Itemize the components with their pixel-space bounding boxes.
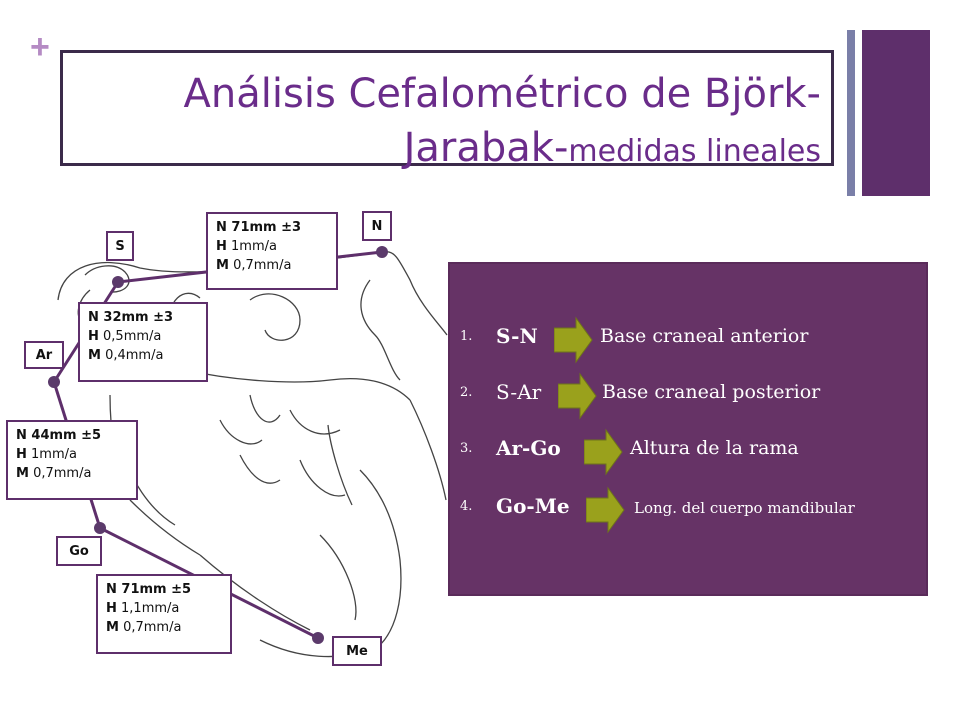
point-n xyxy=(376,246,388,258)
list-item-2: 2. S-Ar Base craneal posterior xyxy=(460,372,920,420)
title-subtitle: medidas lineales xyxy=(568,134,821,169)
measure-box-argo: N 44mm ±5 H 1mm/a M 0,7mm/a xyxy=(6,420,138,500)
argo-norm: N 44mm ±5 xyxy=(16,428,102,443)
sn-m-label: M xyxy=(216,258,229,273)
sn-h-value: 1mm/a xyxy=(231,239,277,254)
sn-m-value: 0,7mm/a xyxy=(233,258,292,273)
list-number: 4. xyxy=(460,499,473,514)
list-abbr: S-N xyxy=(496,324,538,348)
landmark-points xyxy=(48,246,388,644)
argo-h-label: H xyxy=(16,447,27,462)
point-go xyxy=(94,522,106,534)
gome-h-value: 1,1mm/a xyxy=(121,601,180,616)
argo-m-label: M xyxy=(16,466,29,481)
gome-m-value: 0,7mm/a xyxy=(123,620,182,635)
sar-h-label: H xyxy=(88,329,99,344)
label-me: Me xyxy=(332,636,382,666)
measure-box-sar: N 32mm ±3 H 0,5mm/a M 0,4mm/a xyxy=(78,302,208,382)
sar-m-label: M xyxy=(88,348,101,363)
sn-h-label: H xyxy=(216,239,227,254)
list-abbr: Go-Me xyxy=(496,494,570,518)
point-s xyxy=(112,276,124,288)
list-item-4: 4. Go-Me Long. del cuerpo mandibular xyxy=(460,486,920,534)
label-ar: Ar xyxy=(24,341,64,369)
measures-list-panel: 1. S-N Base craneal anterior 2. S-Ar Bas… xyxy=(448,262,928,596)
label-s: S xyxy=(106,231,134,261)
argo-m-value: 0,7mm/a xyxy=(33,466,92,481)
arrow-right-icon xyxy=(584,428,623,476)
measure-box-sn: N 71mm ±3 H 1mm/a M 0,7mm/a xyxy=(206,212,338,290)
point-me xyxy=(312,632,324,644)
arrow-right-icon xyxy=(586,486,625,534)
arrow-right-icon xyxy=(558,372,597,420)
gome-h-label: H xyxy=(106,601,117,616)
list-abbr: S-Ar xyxy=(496,380,542,404)
label-n: N xyxy=(362,211,392,241)
accent-bar-thick xyxy=(862,30,930,196)
list-item-1: 1. S-N Base craneal anterior xyxy=(460,316,920,364)
arrow-right-icon xyxy=(554,316,593,364)
accent-bar-thin xyxy=(847,30,855,196)
list-number: 1. xyxy=(460,329,473,344)
list-item-3: 3. Ar-Go Altura de la rama xyxy=(460,428,920,476)
sn-norm: N 71mm ±3 xyxy=(216,220,302,235)
sar-m-value: 0,4mm/a xyxy=(105,348,164,363)
list-desc: Long. del cuerpo mandibular xyxy=(634,499,855,517)
plus-mark: + xyxy=(30,28,50,66)
slide-title: Análisis Cefalométrico de Björk-Jarabak-… xyxy=(81,67,821,179)
list-number: 3. xyxy=(460,441,473,456)
list-abbr: Ar-Go xyxy=(496,436,561,460)
gome-m-label: M xyxy=(106,620,119,635)
title-main: Análisis Cefalométrico de Björk-Jarabak- xyxy=(183,71,821,171)
label-go: Go xyxy=(56,536,102,566)
measure-box-gome: N 71mm ±5 H 1,1mm/a M 0,7mm/a xyxy=(96,574,232,654)
point-ar xyxy=(48,376,60,388)
sar-norm: N 32mm ±3 xyxy=(88,310,174,325)
list-desc: Base craneal posterior xyxy=(602,381,821,403)
list-desc: Base craneal anterior xyxy=(600,325,809,347)
gome-norm: N 71mm ±5 xyxy=(106,582,192,597)
list-number: 2. xyxy=(460,385,473,400)
sar-h-value: 0,5mm/a xyxy=(103,329,162,344)
title-box: Análisis Cefalométrico de Björk-Jarabak-… xyxy=(60,50,834,171)
argo-h-value: 1mm/a xyxy=(31,447,77,462)
list-desc: Altura de la rama xyxy=(630,437,799,459)
